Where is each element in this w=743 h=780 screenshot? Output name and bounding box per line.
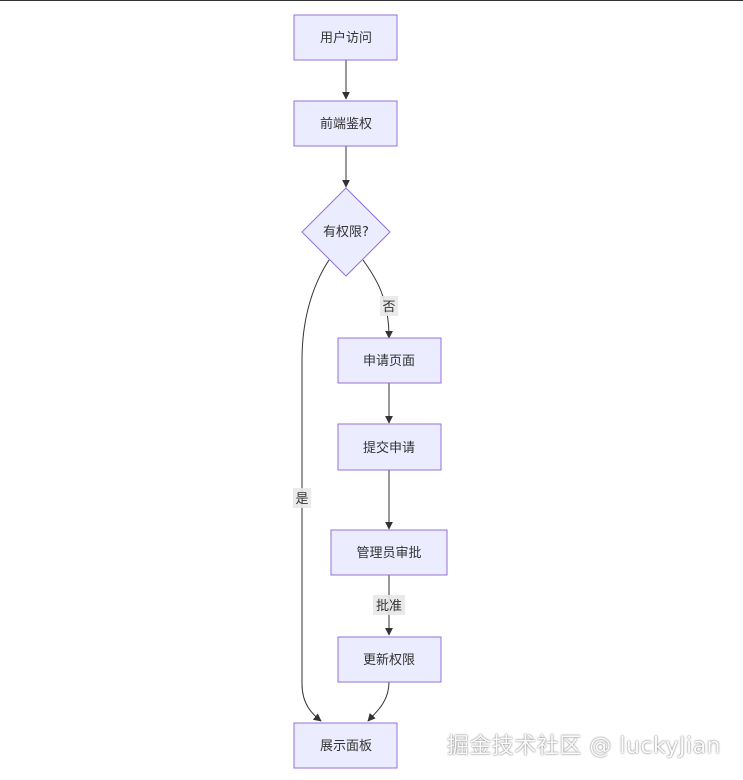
node-has-permission-label: 有权限? [323,224,369,240]
node-apply-page-label: 申请页面 [363,354,415,369]
node-submit-apply: 提交申请 [337,423,442,471]
node-show-panel: 展示面板 [293,722,398,769]
node-show-panel-label: 展示面板 [320,739,372,754]
node-update-permission: 更新权限 [337,636,442,683]
edge-label-yes: 是 [293,488,311,508]
edge-label-yes-text: 是 [295,492,308,507]
edge-decision-to-apply-page [362,259,393,339]
node-admin-review: 管理员审批 [330,529,448,576]
node-has-permission-decision: 有权限? [301,187,391,277]
node-frontend-auth: 前端鉴权 [293,100,398,147]
node-user-visit-label: 用户访问 [320,30,372,46]
node-admin-review-label: 管理员审批 [356,546,421,561]
edge-update-to-show-panel [367,681,390,722]
edge-label-no-text: 否 [382,300,395,315]
edge-label-approve: 批准 [373,595,405,615]
edge-label-no: 否 [380,296,398,316]
node-frontend-auth-label: 前端鉴权 [320,116,372,132]
watermark: 掘金技术社区 @ luckyJian [446,734,721,759]
node-update-permission-label: 更新权限 [363,652,415,668]
edge-label-approve-text: 批准 [376,599,402,614]
top-border [0,0,743,1]
node-submit-apply-label: 提交申请 [363,440,415,456]
edge-decision-to-show-panel [301,259,330,722]
node-apply-page: 申请页面 [337,337,442,384]
node-user-visit: 用户访问 [293,14,398,61]
